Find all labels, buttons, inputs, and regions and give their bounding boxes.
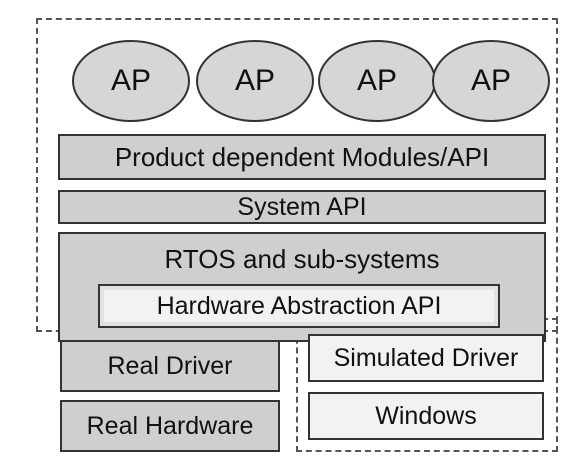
windows-box: Windows xyxy=(308,392,544,440)
product-modules-layer: Product dependent Modules/API xyxy=(58,134,546,180)
system-api-layer: System API xyxy=(58,190,546,224)
simulated-driver-box: Simulated Driver xyxy=(308,334,544,382)
real-driver-label: Real Driver xyxy=(107,351,233,380)
windows-label: Windows xyxy=(375,401,477,430)
product-modules-label: Product dependent Modules/API xyxy=(114,141,490,172)
real-driver-box: Real Driver xyxy=(60,340,280,392)
ap-label: AP xyxy=(356,64,398,97)
ap-oval-2: AP xyxy=(196,40,314,122)
real-hardware-box: Real Hardware xyxy=(60,400,280,452)
ap-oval-4: AP xyxy=(432,40,550,122)
system-api-label: System API xyxy=(237,192,367,221)
hal-label: Hardware Abstraction API xyxy=(156,291,442,320)
ap-label: AP xyxy=(234,64,276,97)
ap-oval-3: AP xyxy=(318,40,436,122)
simulated-driver-label: Simulated Driver xyxy=(333,343,519,372)
hal-layer: Hardware Abstraction API xyxy=(98,284,500,328)
ap-label: AP xyxy=(110,64,152,97)
rtos-label: RTOS and sub-systems xyxy=(164,244,440,274)
ap-oval-1: AP xyxy=(72,40,190,122)
real-hardware-label: Real Hardware xyxy=(86,411,254,440)
ap-label: AP xyxy=(470,64,512,97)
